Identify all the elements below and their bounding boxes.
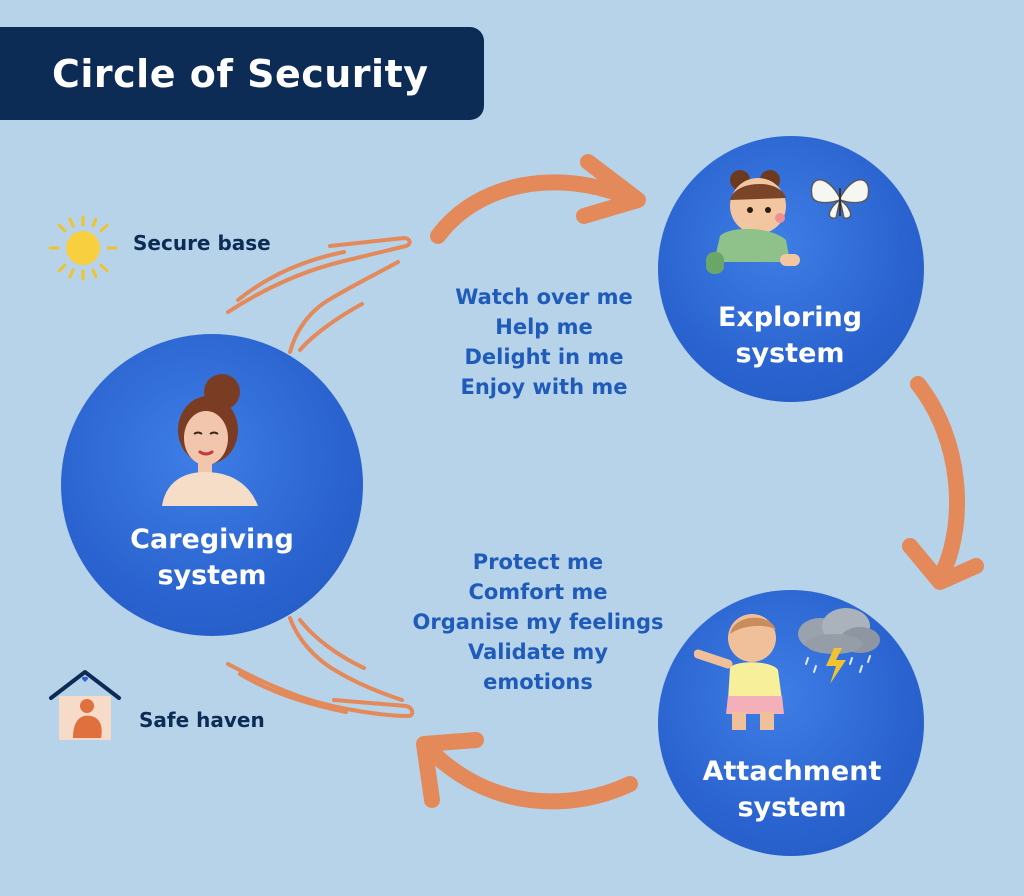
- attachment-label-line2: system: [737, 792, 847, 823]
- crawling-baby-icon: [700, 166, 804, 278]
- arrow-to-caregiving: [416, 732, 638, 810]
- house-icon: [47, 668, 123, 742]
- caregiving-label-line1: Caregiving: [130, 524, 294, 555]
- top-need-item: Help me: [495, 315, 593, 339]
- top-need-item: Watch over me: [455, 285, 633, 309]
- bottom-need-item: Comfort me: [468, 580, 608, 604]
- caregiver-portrait: [158, 372, 262, 506]
- lower-hand-icon: [226, 616, 415, 718]
- toddler-icon: [693, 608, 804, 734]
- bottom-need-item: Validate my: [467, 640, 609, 664]
- secure-base-label: Secure base: [133, 231, 271, 255]
- top-needs-list: Watch over me Help me Delight in me Enjo…: [394, 282, 694, 402]
- caregiving-system-label: Caregiving system: [82, 522, 342, 594]
- bottom-needs-list: Protect me Comfort me Organise my feelin…: [388, 547, 688, 697]
- safe-haven-label: Safe haven: [139, 708, 265, 732]
- exploring-label-line2: system: [735, 338, 845, 369]
- exploring-system-label: Exploring system: [660, 300, 920, 372]
- arrow-to-attachment: [902, 376, 984, 590]
- caregiving-label-line2: system: [157, 560, 267, 591]
- bottom-need-item: Organise my feelings: [412, 610, 664, 634]
- attachment-system-label: Attachment system: [662, 754, 922, 826]
- upper-hand-icon: [226, 236, 412, 354]
- title-bar: Circle of Security: [0, 27, 484, 120]
- exploring-system-circle: [658, 136, 924, 402]
- page-title: Circle of Security: [52, 51, 429, 96]
- storm-cloud-icon: [790, 604, 882, 688]
- attachment-system-circle: [658, 590, 924, 856]
- top-need-item: Enjoy with me: [460, 375, 628, 399]
- exploring-label-line1: Exploring: [717, 302, 863, 333]
- arrow-to-exploring: [430, 154, 646, 244]
- sun-icon: [48, 215, 118, 281]
- attachment-label-line1: Attachment: [702, 756, 882, 787]
- top-need-item: Delight in me: [464, 345, 624, 369]
- butterfly-icon: [806, 174, 874, 224]
- bottom-need-item: emotions: [483, 670, 593, 694]
- bottom-need-item: Protect me: [472, 550, 604, 574]
